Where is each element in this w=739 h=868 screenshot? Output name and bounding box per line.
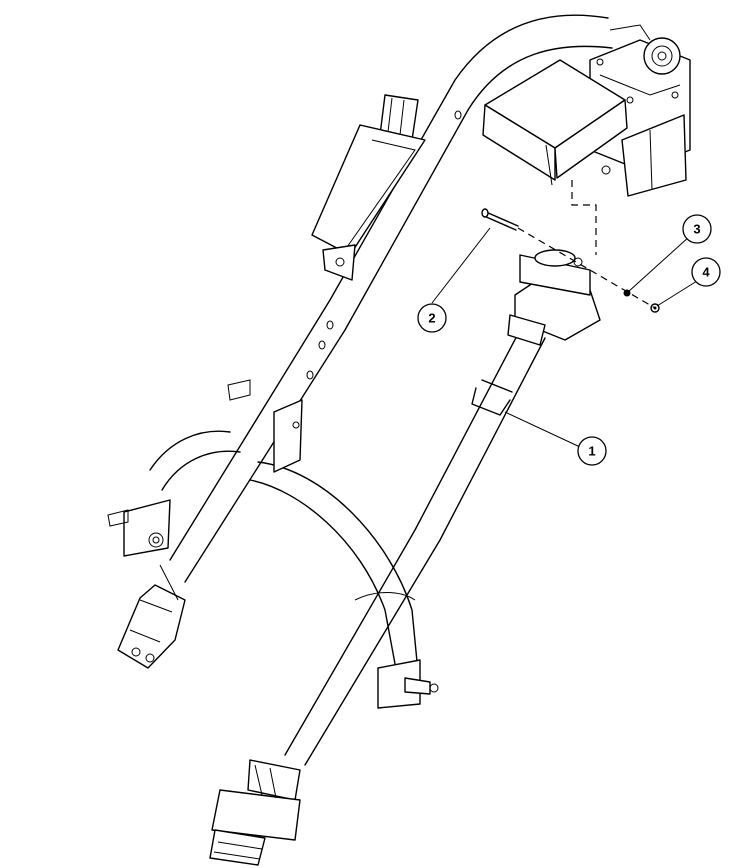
callout-3-label: 3 [693,222,700,237]
shield-guard [482,59,628,186]
cross-brace [249,461,439,709]
frame-arm [117,14,613,669]
vertical-plate [273,399,303,473]
bolt [481,208,519,231]
callout-4: 4 [691,257,721,287]
assembly-lines [517,180,656,309]
callout-2-label: 2 [428,311,435,326]
callout-3: 3 [682,214,712,244]
callout-2: 2 [417,303,447,333]
callout-1-label: 1 [588,444,595,459]
left-mount [107,379,251,557]
upper-bracket [311,94,426,281]
leader-lines [431,227,698,448]
callout-4-label: 4 [702,265,710,280]
callout-1: 1 [577,436,607,466]
pto-drive-shaft [209,249,601,866]
